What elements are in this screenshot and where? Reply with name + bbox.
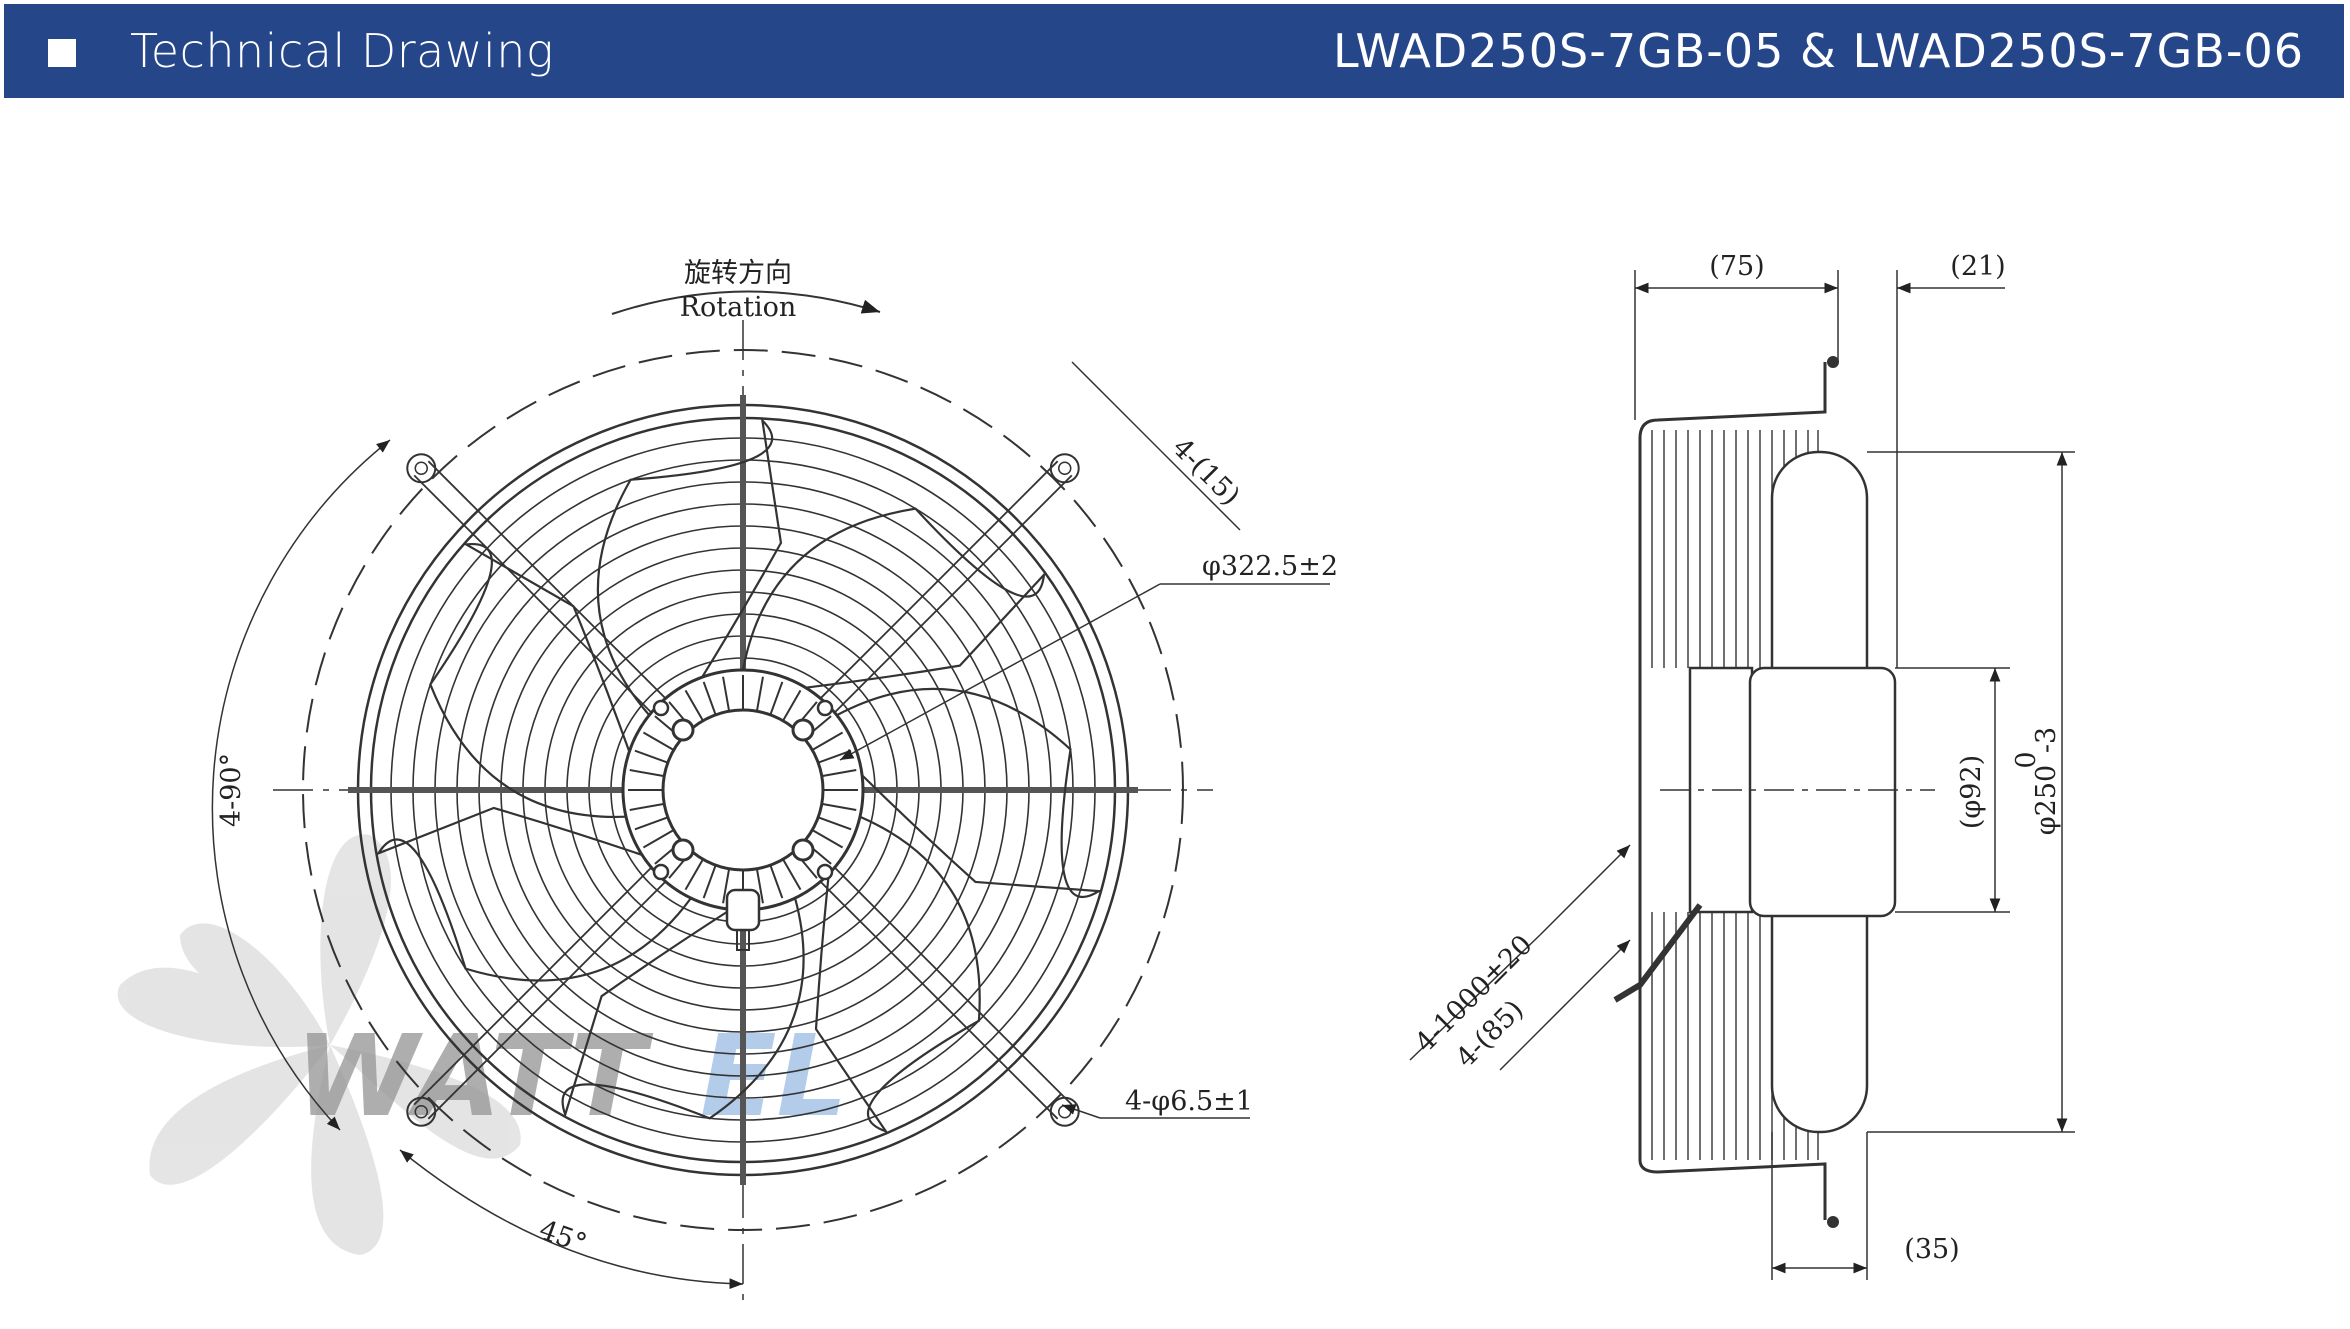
fan-blade (429, 543, 631, 818)
mounting-hole (406, 1096, 437, 1127)
mounting-bracket (809, 460, 1059, 710)
hub-fin (821, 802, 857, 811)
front-view-geometry (273, 320, 1213, 1300)
mounting-hole-inner (414, 1104, 429, 1119)
hub-fin (821, 769, 857, 778)
hub-fin (782, 689, 802, 722)
hub-fin (629, 769, 665, 778)
hub-fin (684, 689, 704, 722)
mounting-bracket (413, 474, 663, 724)
hub-fin (722, 676, 731, 712)
hub-fin (702, 681, 717, 716)
hub-screw-outer (816, 699, 834, 717)
hub-screw (671, 838, 695, 862)
dim-fan-tol-lower: -3 (2031, 727, 2062, 753)
mounting-bracket (823, 474, 1073, 724)
hub-screw (791, 838, 815, 862)
dim-diameter-leader (839, 583, 1161, 761)
motor-hub-inner (661, 708, 825, 872)
mounting-hole (1049, 1096, 1080, 1127)
dim-fan-tol-upper: 0 (2011, 751, 2042, 768)
hub-fin (684, 858, 704, 891)
dim-angle-offset-label: 45° (535, 1214, 591, 1259)
fan-blade (836, 687, 1103, 898)
hub-fin (755, 676, 764, 712)
hub-screw (671, 718, 695, 742)
dim-blade-offset-label: (35) (1904, 1234, 1959, 1265)
dim-angle-spacing-label: 4-90° (216, 753, 247, 827)
flange-hole-bottom (1827, 1216, 1839, 1228)
dim-depth-label: (75) (1709, 251, 1764, 282)
fan-blade (741, 507, 1046, 689)
slot-extension-line (1071, 361, 1116, 406)
hub-fin (811, 731, 844, 751)
cable-gland (725, 888, 761, 932)
dim-holes-leader (1061, 1104, 1101, 1119)
hub-fin (629, 802, 665, 811)
side-motor-body (1748, 666, 1897, 918)
dim-holes-label: 4-φ6.5±1 (1125, 1086, 1253, 1117)
side-view: (75) (21) (φ92) φ250 0 -3 4-1000±20 4-(8… (1409, 251, 2075, 1280)
side-guard-frame (1638, 362, 1827, 1160)
mounting-hole (1049, 453, 1080, 484)
fan-blade (596, 417, 783, 716)
mounting-hole-inner (414, 461, 429, 476)
hub-fin (755, 868, 764, 904)
rotation-label-cn: 旋转方向 (684, 258, 792, 289)
mounting-bracket (427, 460, 677, 710)
hub-fin (642, 731, 675, 751)
page-header: Technical Drawing LWAD250S-7GB-05 & LWAD… (4, 4, 2344, 98)
hub-fin (817, 816, 852, 831)
fan-blade (814, 815, 981, 1134)
hub-fin (769, 864, 784, 899)
hub-screw-outer (652, 863, 670, 881)
cable-outlet (736, 929, 750, 951)
fan-blade (561, 897, 805, 1120)
fan-blade (375, 806, 692, 982)
hub-fin (811, 829, 844, 849)
dim-cable-length-line (1539, 844, 1631, 936)
slot-leader-line (1114, 404, 1241, 531)
dim-fan-diameter-label: φ250 (2031, 765, 2062, 835)
hub-screw-outer (816, 863, 834, 881)
dim-slot-label: 4-(15) (1166, 432, 1246, 512)
dim-angle-offset-arc (399, 1149, 744, 1290)
mounting-bracket (809, 870, 1059, 1120)
dim-flange-label: (21) (1950, 251, 2005, 282)
white-square-icon (48, 39, 76, 67)
mounting-hole (406, 453, 437, 484)
hub-fin (634, 816, 669, 831)
hub-fin (769, 681, 784, 716)
dim-cable-strip-line (1579, 939, 1631, 991)
mounting-hole-inner (1057, 461, 1072, 476)
hub-screw (791, 718, 815, 742)
hub-fin (642, 829, 675, 849)
dim-motor-diameter-label: (φ92) (1956, 755, 1987, 829)
hub-screw-outer (652, 699, 670, 717)
side-guard-frame-bottom (1638, 1159, 1827, 1220)
hub-fin (702, 864, 717, 899)
flange-hole-top (1827, 356, 1839, 368)
model-number: LWAD250S-7GB-05 & LWAD250S-7GB-06 (1332, 24, 2304, 78)
watermark-text-blue: EL (700, 1012, 848, 1142)
mounting-bracket (823, 856, 1073, 1106)
mounting-bracket (427, 870, 677, 1120)
hub-fin (722, 868, 731, 904)
front-view: 旋转方向 Rotation 4-(15) φ322.5±2 4-φ6.5±1 4… (211, 258, 1338, 1300)
hub-fin (782, 858, 802, 891)
dim-angle-spacing-arc (211, 439, 391, 1131)
watermark-text-dark: WATT (295, 1012, 653, 1142)
dim-outer-diameter-label: φ322.5±2 (1202, 551, 1338, 582)
side-cable (1613, 903, 1703, 1003)
rotation-arrow-icon (611, 290, 881, 315)
page-title: Technical Drawing (130, 24, 555, 78)
rotation-label-en: Rotation (680, 292, 797, 323)
hub-fin (634, 749, 669, 764)
